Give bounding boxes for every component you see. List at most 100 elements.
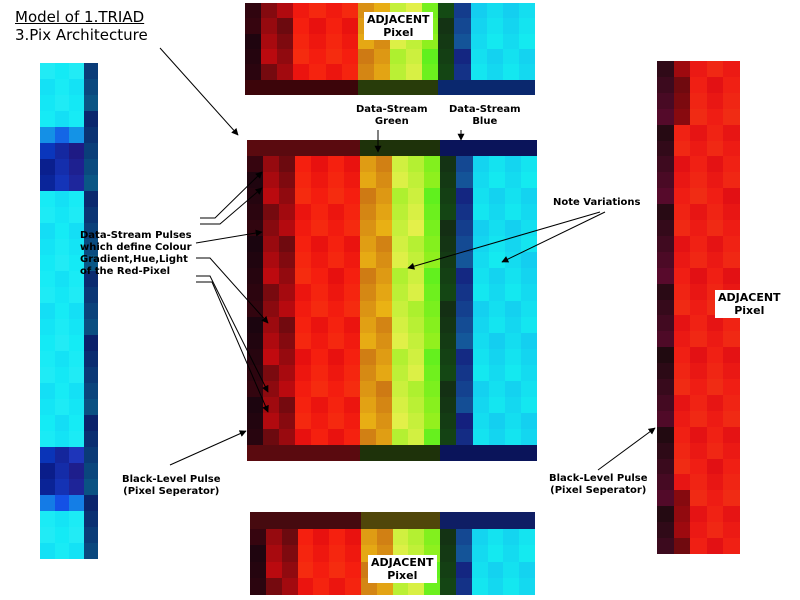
mosaic-cell xyxy=(341,64,359,81)
mosaic-cell xyxy=(40,175,55,192)
mosaic-cell xyxy=(504,348,522,366)
mosaic-cell xyxy=(343,172,361,190)
mosaic-cell xyxy=(657,506,675,524)
mosaic-cell xyxy=(657,267,675,285)
mosaic-cell xyxy=(311,204,329,222)
black-level-pulse-left-label: Black-Level Pulse (Pixel Seperator) xyxy=(122,474,221,497)
mosaic-cell xyxy=(424,444,442,461)
mosaic-cell xyxy=(519,528,535,547)
mosaic-cell xyxy=(488,252,506,270)
mosaic-cell xyxy=(456,252,474,270)
mosaic-cell xyxy=(657,490,675,508)
mosaic-cell xyxy=(279,332,297,350)
mosaic-cell xyxy=(657,522,675,540)
mosaic-cell xyxy=(375,348,393,366)
mosaic-cell xyxy=(40,399,55,416)
mosaic-cell xyxy=(265,512,283,530)
mosaic-cell xyxy=(440,268,458,286)
mosaic-cell xyxy=(454,79,472,95)
mosaic-cell xyxy=(263,396,281,414)
mosaic-cell xyxy=(392,284,409,302)
mosaic-cell xyxy=(359,220,377,238)
mosaic-cell xyxy=(723,108,740,126)
mosaic-cell xyxy=(327,396,345,414)
mosaic-cell xyxy=(520,380,537,398)
mosaic-cell xyxy=(343,140,361,157)
mosaic-cell xyxy=(83,447,98,464)
mosaic-cell xyxy=(408,348,426,366)
mosaic-cell xyxy=(69,159,84,176)
mosaic-cell xyxy=(69,335,84,352)
mosaic-cell xyxy=(390,49,407,65)
mosaic-cell xyxy=(293,79,311,95)
mosaic-cell xyxy=(83,271,98,288)
mosaic-cell xyxy=(279,220,297,238)
mosaic-cell xyxy=(247,188,264,206)
mosaic-cell xyxy=(250,545,267,564)
mosaic-cell xyxy=(488,332,506,350)
mosaic-cell xyxy=(279,316,297,334)
mosaic-cell xyxy=(408,268,426,286)
mosaic-cell xyxy=(673,188,692,206)
mosaic-cell xyxy=(54,495,70,512)
mosaic-cell xyxy=(657,347,675,365)
mosaic-cell xyxy=(375,236,393,254)
mosaic-cell xyxy=(657,331,675,349)
mosaic-cell xyxy=(357,49,375,65)
mosaic-cell xyxy=(470,33,488,50)
mosaic-cell xyxy=(263,268,281,286)
mosaic-cell xyxy=(408,188,426,206)
mosaic-cell xyxy=(706,188,725,206)
mosaic-cell xyxy=(673,76,692,94)
mosaic-cell xyxy=(408,204,426,222)
mosaic-cell xyxy=(247,236,264,254)
mosaic-cell xyxy=(488,204,506,222)
mosaic-cell xyxy=(263,364,281,382)
mosaic-cell xyxy=(69,271,84,288)
mosaic-cell xyxy=(706,474,725,492)
mosaic-cell xyxy=(359,156,377,174)
mosaic-cell xyxy=(40,511,55,528)
mosaic-cell xyxy=(706,251,725,269)
mosaic-cell xyxy=(520,364,537,382)
mosaic-cell xyxy=(263,156,281,174)
mosaic-cell xyxy=(440,364,458,382)
mosaic-cell xyxy=(488,364,506,382)
mosaic-cell xyxy=(359,236,377,254)
mosaic-cell xyxy=(723,61,740,78)
mosaic-cell xyxy=(263,220,281,238)
mosaic-cell xyxy=(440,188,458,206)
mosaic-cell xyxy=(40,335,55,352)
center-triad-pixel xyxy=(247,140,537,461)
mosaic-cell xyxy=(263,188,281,206)
mosaic-cell xyxy=(311,252,329,270)
mosaic-cell xyxy=(373,64,391,81)
mosaic-cell xyxy=(375,140,393,157)
mosaic-cell xyxy=(504,140,522,157)
mosaic-cell xyxy=(723,347,740,365)
mosaic-cell xyxy=(311,396,329,414)
mosaic-cell xyxy=(40,415,55,432)
mosaic-cell xyxy=(471,578,489,595)
mosaic-cell xyxy=(279,444,297,461)
mosaic-cell xyxy=(723,92,740,110)
mosaic-cell xyxy=(40,255,55,272)
mosaic-cell xyxy=(657,204,675,222)
mosaic-cell xyxy=(488,268,506,286)
mosaic-cell xyxy=(359,332,377,350)
mosaic-cell xyxy=(277,3,295,19)
mosaic-cell xyxy=(309,3,327,19)
mosaic-cell xyxy=(329,528,347,547)
mosaic-cell xyxy=(392,172,409,190)
mosaic-cell xyxy=(472,220,490,238)
mosaic-cell xyxy=(309,18,327,35)
mosaic-cell xyxy=(440,561,457,580)
mosaic-cell xyxy=(261,18,279,35)
mosaic-cell xyxy=(250,578,267,595)
mosaic-cell xyxy=(297,561,315,580)
mosaic-cell xyxy=(373,79,391,95)
mosaic-cell xyxy=(706,92,725,110)
mosaic-cell xyxy=(706,124,725,142)
mosaic-cell xyxy=(723,442,740,460)
mosaic-cell xyxy=(392,380,409,398)
